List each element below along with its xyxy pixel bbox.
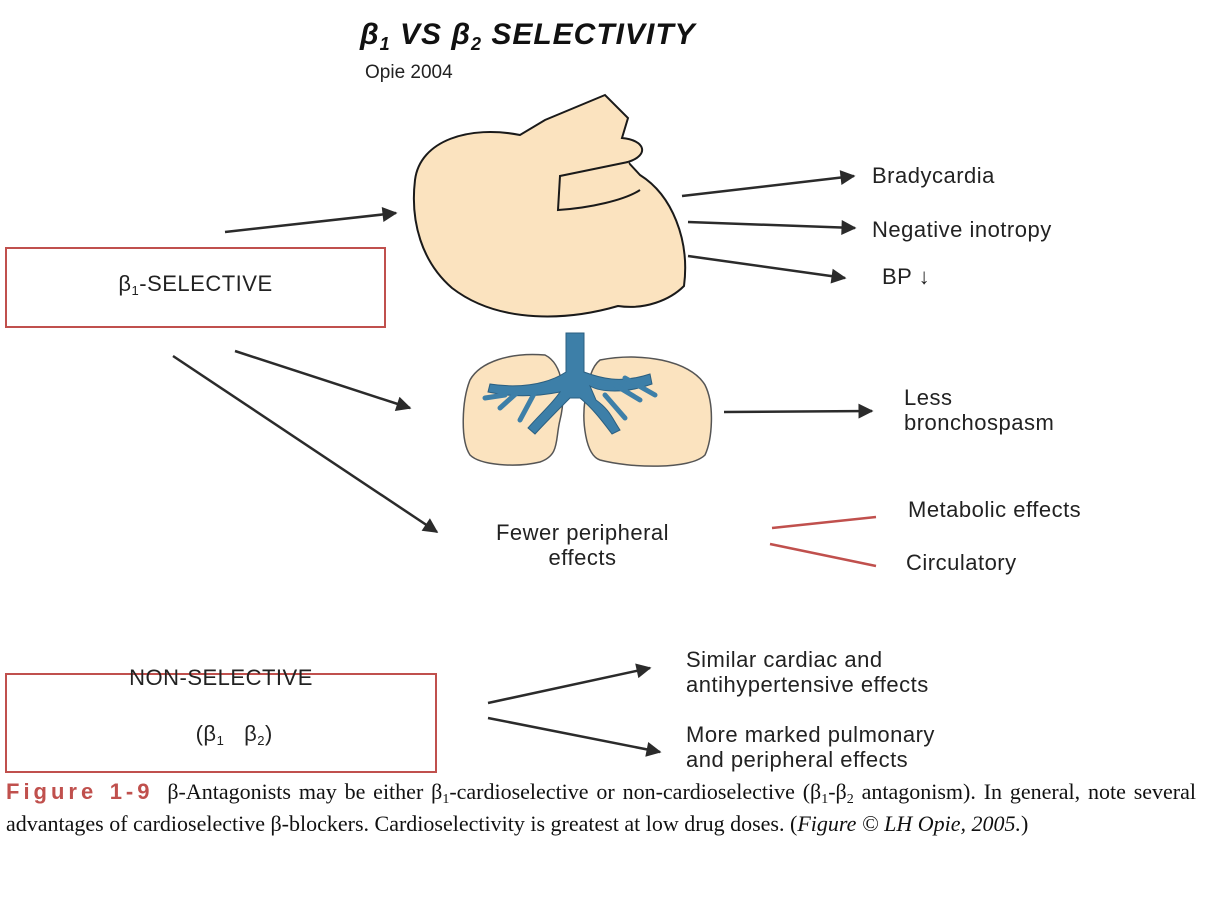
arrow-to-lungs: [234, 349, 412, 411]
nonselective-box-line1: NON-SELECTIVE: [129, 664, 313, 690]
figure-credit: Figure © LH Opie, 2005.: [797, 811, 1021, 836]
diagram-subtitle: Opie 2004: [365, 62, 453, 83]
lungs-illustration: [462, 332, 713, 467]
nonselective-box: NON-SELECTIVE (β1 β2): [5, 665, 437, 773]
diagram-title: β1 VS β2 SELECTIVITY: [360, 18, 696, 54]
arrow-marked-pulmonary: [487, 716, 662, 757]
label-metabolic-effects: Metabolic effects: [908, 497, 1082, 522]
nonselective-box-line2: (β1 β2): [195, 720, 273, 748]
heart-illustration: [412, 93, 687, 318]
selective-box-label: β1-SELECTIVE: [118, 271, 273, 298]
label-less-bronchospasm: Less bronchospasm: [904, 385, 1055, 435]
line-circulatory: [769, 542, 877, 568]
label-negative-inotropy: Negative inotropy: [872, 217, 1052, 242]
label-similar-cardiac: Similar cardiac and antihypertensive eff…: [686, 647, 929, 697]
figure-label: Figure 1-9: [6, 779, 154, 804]
selective-box: β1-SELECTIVE: [5, 247, 386, 328]
label-more-marked-pulmonary: More marked pulmonary and peripheral eff…: [686, 722, 935, 772]
label-fewer-peripheral: Fewer peripheral effects: [495, 520, 670, 570]
arrow-bronchospasm: [723, 403, 874, 419]
arrow-to-heart: [224, 207, 398, 234]
arrow-similar-cardiac: [487, 663, 652, 705]
arrow-to-peripheral: [172, 354, 439, 534]
label-bradycardia: Bradycardia: [872, 163, 995, 188]
label-bp: BP ↓: [882, 264, 931, 289]
arrow-bp: [687, 254, 847, 284]
label-circulatory: Circulatory: [906, 550, 1017, 575]
line-metabolic: [771, 515, 877, 530]
arrow-inotropy: [687, 220, 857, 236]
arrow-bradycardia: [681, 170, 856, 198]
figure-caption: Figure 1-9 β-Antagonists may be either β…: [6, 779, 1196, 836]
